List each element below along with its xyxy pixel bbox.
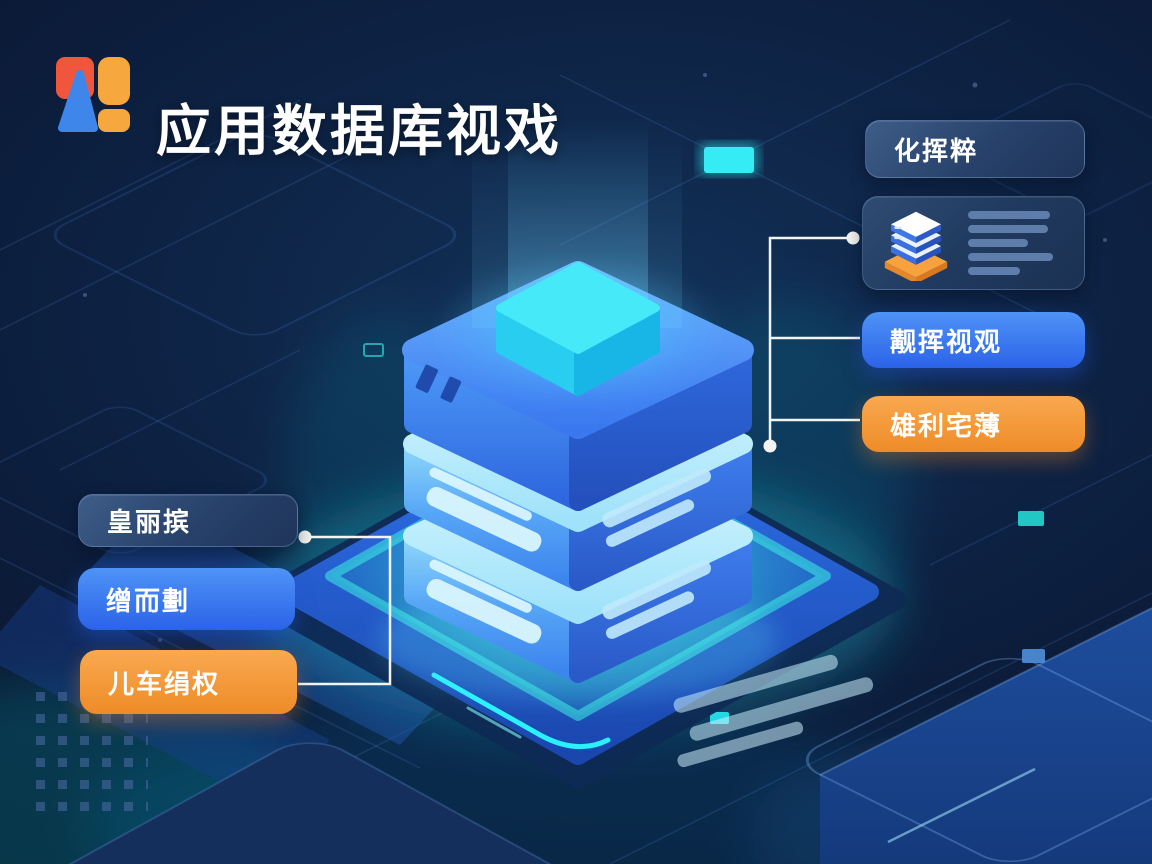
logo-yellow-square bbox=[98, 109, 130, 132]
left-button-orange[interactable]: 儿车绢权 bbox=[80, 650, 297, 714]
card-text-line bbox=[968, 225, 1048, 233]
left-button-orange-text: 儿车绢权 bbox=[108, 668, 221, 699]
right-label-top[interactable]: 化挥粹 bbox=[865, 120, 1085, 178]
right-button-blue[interactable]: 觏挥视观 bbox=[862, 312, 1085, 368]
card-text-line bbox=[968, 239, 1028, 247]
card-text-line bbox=[968, 211, 1050, 219]
connector-left bbox=[298, 530, 392, 686]
database-info-card[interactable] bbox=[862, 196, 1085, 290]
left-button-blue-text: 缯而劃 bbox=[106, 585, 191, 616]
logo-blue-triangle bbox=[58, 70, 98, 132]
right-button-orange[interactable]: 雄利宅薄 bbox=[862, 396, 1085, 452]
glow-cube bbox=[428, 260, 728, 404]
card-text-line bbox=[968, 253, 1053, 261]
app-logo bbox=[56, 57, 130, 132]
platform-glow-edge bbox=[431, 672, 611, 750]
database-stack-icon bbox=[884, 211, 948, 281]
card-text-lines bbox=[968, 211, 1053, 275]
connector-dot bbox=[298, 530, 312, 544]
platform-stripes bbox=[673, 654, 874, 768]
connector-dot bbox=[763, 439, 777, 453]
right-button-orange-text: 雄利宅薄 bbox=[890, 410, 1003, 441]
logo-yellow-tall bbox=[98, 57, 130, 105]
server-illustration bbox=[250, 118, 906, 788]
left-label-top[interactable]: 皇丽摈 bbox=[78, 494, 298, 547]
server-vents bbox=[415, 364, 462, 403]
right-button-blue-text: 觏挥视观 bbox=[890, 326, 1003, 357]
card-text-line bbox=[968, 267, 1020, 275]
connector-right bbox=[763, 231, 860, 453]
right-label-top-text: 化挥粹 bbox=[894, 135, 979, 166]
page-title: 应用数据库视戏 bbox=[156, 99, 563, 162]
connector-dot bbox=[846, 231, 860, 245]
left-button-blue[interactable]: 缯而劃 bbox=[78, 568, 295, 630]
left-label-top-text: 皇丽摈 bbox=[107, 507, 192, 537]
